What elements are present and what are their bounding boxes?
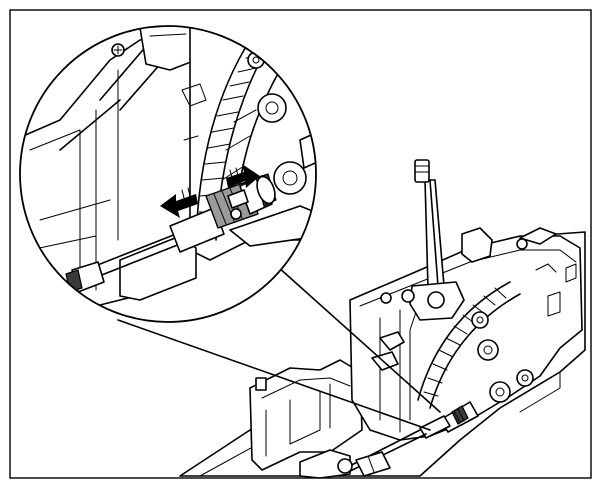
pull-arrow [226,164,260,188]
shift-lever-tip [414,159,430,183]
cable-end-magnified [65,173,277,293]
leader-line-lower [117,319,431,431]
enlarged-detail [19,25,317,323]
left-bracket [249,359,363,471]
illustration-frame [9,9,592,479]
magnifier-circle [19,25,317,323]
cable-sleeve [169,207,225,253]
leader-line-upper [267,257,441,413]
shifter-assembly [179,159,586,479]
push-arrow [160,187,198,218]
